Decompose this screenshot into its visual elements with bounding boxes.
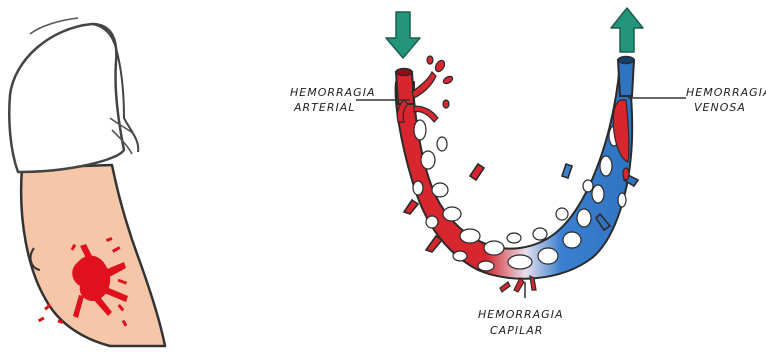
label-capilar-line2: CAPILAR [490, 324, 543, 337]
label-venosa-line1: HEMORRAGIA [686, 86, 766, 99]
shirt-sleeve [9, 24, 124, 172]
artery-tube [396, 72, 414, 104]
artery-opening [396, 69, 412, 76]
label-capilar-line1: HEMORRAGIA [478, 308, 563, 321]
vessel-diagram [356, 8, 686, 298]
label-venosa-line2: VENOSA [694, 101, 746, 114]
arm-illustration [9, 18, 165, 346]
label-venosa: HEMORRAGIA VENOSA [686, 86, 766, 114]
vein-opening [618, 57, 634, 64]
vein-tube [618, 60, 634, 96]
label-capilar: HEMORRAGIA CAPILAR [478, 308, 563, 337]
arrow-down-icon [386, 12, 420, 58]
label-arterial-line1: HEMORRAGIA [290, 86, 375, 99]
label-arterial-line2: ARTERIAL [293, 101, 355, 114]
arrow-up-icon [611, 8, 643, 52]
